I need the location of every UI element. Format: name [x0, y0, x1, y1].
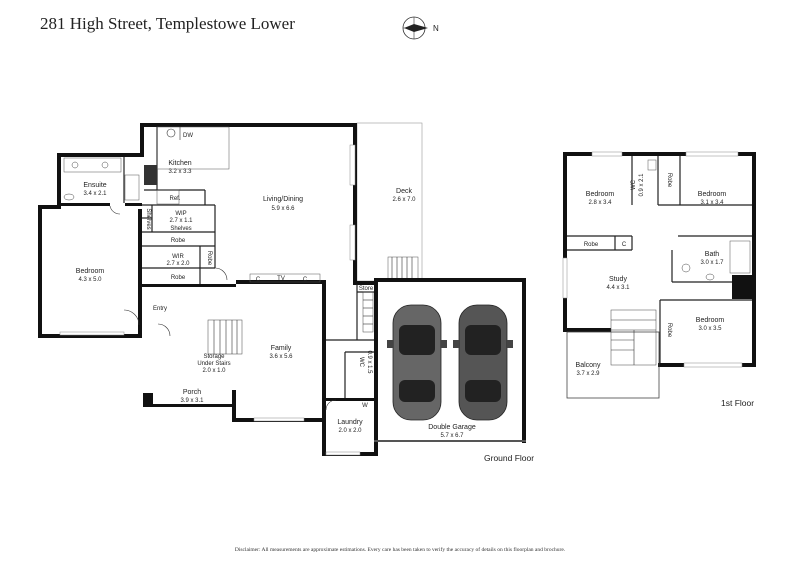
car-icon: [453, 304, 513, 421]
store-label: Store: [359, 286, 374, 292]
robe-side-label: Robe: [666, 323, 672, 338]
disclaimer-text: Disclaimer: All measurements are approxi…: [234, 547, 566, 553]
family-label: Family: [271, 345, 292, 352]
robe-side-label: Robe: [206, 251, 212, 266]
ensuite-label: Ensuite: [83, 182, 106, 189]
first-floor-labels: Bedroom 2.8 x 3.4 WC 0.9 x 2.1 Robe Bedr…: [576, 173, 727, 377]
compass-label: N: [433, 24, 439, 33]
balcony-dim: 3.7 x 2.9: [576, 371, 600, 377]
robe-bottom-label: Robe: [171, 275, 186, 281]
bath-dim: 3.0 x 1.7: [700, 260, 724, 266]
bedroom-label: Bedroom: [586, 191, 615, 198]
porch-label: Porch: [183, 389, 201, 396]
c-label: C: [303, 277, 308, 283]
ensuite-dim: 3.4 x 2.1: [83, 191, 107, 197]
deck-dim: 2.6 x 7.0: [392, 197, 416, 203]
wip-label: WIP: [175, 211, 186, 217]
laundry-dim: 2.0 x 2.0: [338, 428, 362, 434]
tv-label: TV: [277, 276, 285, 282]
balcony-label: Balcony: [576, 362, 601, 369]
wir-dim: 2.7 x 2.0: [166, 261, 190, 267]
wir-label: WIR: [172, 254, 184, 260]
shelves-side-label: Shelves: [145, 208, 151, 229]
shelves-label: Shelves: [170, 226, 191, 232]
ground-floor-labels: DW Kitchen 3.2 x 3.3 Ref. Living/Dining …: [76, 133, 476, 439]
storage-label: Storage: [203, 354, 225, 360]
w-label: W: [362, 403, 368, 409]
kitchen-label: Kitchen: [168, 160, 191, 167]
wc-dim: 0.9 x 1.5: [366, 350, 372, 374]
bedroom-dim: 2.8 x 3.4: [588, 200, 612, 206]
bedroom-dim: 3.0 x 3.5: [698, 326, 722, 332]
ref-label: Ref.: [169, 196, 180, 202]
page-title: 281 High Street, Templestowe Lower: [40, 14, 295, 33]
study-dim: 4.4 x 3.1: [606, 285, 630, 291]
robe-label: Robe: [584, 242, 599, 248]
dw-label: DW: [183, 133, 193, 139]
car-icon: [387, 304, 447, 421]
compass-icon: [402, 16, 428, 40]
bath-label: Bath: [705, 251, 720, 258]
entry-label: Entry: [153, 306, 167, 312]
living-label: Living/Dining: [263, 196, 303, 203]
deck-steps: [387, 256, 419, 282]
living-dim: 5.9 x 6.6: [271, 206, 295, 212]
first-floor-label: 1st Floor: [721, 398, 755, 408]
ground-floor-label: Ground Floor: [484, 453, 535, 463]
bedroom-label: Bedroom: [76, 268, 105, 275]
study-label: Study: [609, 276, 627, 283]
wc-label: WC: [631, 179, 637, 190]
robe-label: Robe: [171, 238, 186, 244]
deck-label: Deck: [396, 188, 412, 195]
storage-sub-label: Under Stairs: [197, 361, 230, 367]
ground-floor-plan: [38, 122, 526, 456]
ground-stairs: [207, 291, 374, 355]
bedroom-label: Bedroom: [696, 317, 725, 324]
wc-dim: 0.9 x 2.1: [639, 173, 645, 197]
kitchen-dim: 3.2 x 3.3: [168, 169, 192, 175]
robe-side-label: Robe: [666, 173, 672, 188]
garage-label: Double Garage: [428, 424, 476, 431]
bedroom-dim: 3.1 x 3.4: [700, 200, 724, 206]
bedroom-label: Bedroom: [698, 191, 727, 198]
c-label: C: [256, 277, 261, 283]
first-floor-plan: [562, 151, 756, 399]
bedroom-dim: 4.3 x 5.0: [78, 277, 102, 283]
storage-dim: 2.0 x 1.0: [202, 368, 226, 374]
laundry-label: Laundry: [337, 419, 363, 426]
wc-label: WC: [358, 357, 364, 368]
garage-dim: 5.7 x 6.7: [440, 433, 464, 439]
family-dim: 3.6 x 5.6: [269, 354, 293, 360]
porch-dim: 3.9 x 3.1: [180, 398, 204, 404]
c-label: C: [622, 242, 627, 248]
wip-dim: 2.7 x 1.1: [169, 218, 193, 224]
